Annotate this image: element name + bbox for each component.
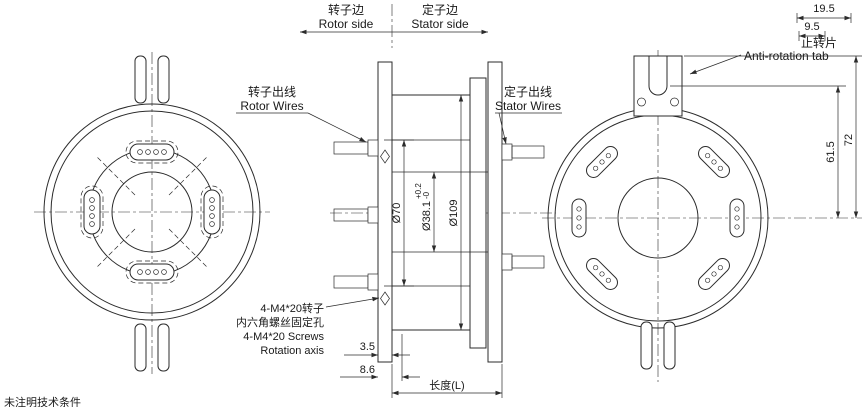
dim-tab-hole-height: 61.5 bbox=[670, 85, 846, 218]
svg-text:+0.2: +0.2 bbox=[414, 183, 423, 199]
callout-rotor-wires: 转子出线 Rotor Wires bbox=[236, 84, 367, 143]
side-indicator: 转子边 Rotor side 定子边 Stator side bbox=[300, 2, 488, 48]
stator-flange bbox=[487, 61, 503, 363]
dim-flange-thickness: 3.5 bbox=[344, 341, 410, 358]
callout-stator-wires: 定子出线 Stator Wires bbox=[495, 84, 562, 145]
stator-side-label-en: Stator side bbox=[411, 17, 469, 31]
hidden-diagonals bbox=[96, 156, 208, 268]
svg-text:长度(L): 长度(L) bbox=[429, 378, 464, 392]
rotor-wires-label-en: Rotor Wires bbox=[240, 99, 303, 113]
dim-length: 长度(L) bbox=[391, 364, 503, 398]
svg-text:Ø38.1: Ø38.1 bbox=[421, 201, 433, 231]
dim-tab-width: 19.5 bbox=[796, 3, 852, 23]
screw-hole-mark-top bbox=[380, 149, 390, 164]
svg-text:72: 72 bbox=[843, 134, 855, 146]
corner-note: 未注明技术条件 bbox=[4, 395, 81, 407]
svg-text:61.5: 61.5 bbox=[825, 141, 837, 162]
svg-text:Ø70: Ø70 bbox=[391, 203, 403, 224]
stator-side-label-cn: 定子边 bbox=[422, 2, 458, 17]
rotor-face-view bbox=[34, 52, 270, 374]
svg-text:8.6: 8.6 bbox=[360, 364, 375, 376]
stator-face-view bbox=[542, 50, 862, 382]
callout-screws: 4-M4*20转子 内六角螺丝固定孔 4-M4*20 Screws Rotati… bbox=[236, 296, 380, 357]
callout-anti-rotation-tab: 止转片 Anti-rotation tab bbox=[689, 35, 837, 75]
dim-flange-offset: 8.6 bbox=[340, 334, 420, 381]
anti-rotation-label-cn: 止转片 bbox=[801, 35, 837, 50]
screw-hole-mark-bottom bbox=[380, 291, 390, 306]
svg-text:9.5: 9.5 bbox=[804, 21, 819, 33]
rotor-flange bbox=[377, 61, 393, 363]
stator-wires-label-en: Stator Wires bbox=[495, 99, 561, 113]
dim-bolt-circle: Ø70 bbox=[384, 139, 414, 287]
screw-note-line4: Rotation axis bbox=[260, 345, 324, 357]
svg-text:-0: -0 bbox=[422, 191, 431, 199]
rotor-side-label-en: Rotor side bbox=[319, 17, 374, 31]
screw-note-line1: 4-M4*20转子 bbox=[260, 301, 324, 315]
dim-tab-slot-width: 9.5 bbox=[798, 21, 826, 41]
rotor-wire-bundles bbox=[333, 139, 379, 291]
screw-note-line2: 内六角螺丝固定孔 bbox=[236, 315, 324, 329]
section-view bbox=[330, 61, 556, 363]
svg-text:19.5: 19.5 bbox=[813, 3, 834, 15]
screw-note-line3: 4-M4*20 Screws bbox=[243, 331, 324, 343]
rotor-side-label-cn: 转子边 bbox=[328, 2, 364, 17]
rotor-wires-label-cn: 转子出线 bbox=[248, 84, 296, 99]
stator-step bbox=[469, 77, 487, 349]
svg-text:3.5: 3.5 bbox=[360, 341, 375, 353]
stator-wire-bundles bbox=[501, 143, 545, 271]
dim-outer-dia: Ø109 bbox=[448, 95, 464, 330]
svg-text:Ø109: Ø109 bbox=[448, 200, 460, 227]
stator-wires-label-cn: 定子出线 bbox=[504, 84, 552, 99]
dim-tab-height: 72 bbox=[684, 55, 862, 218]
dim-bore: Ø38.1 +0.2 -0 bbox=[414, 172, 437, 252]
